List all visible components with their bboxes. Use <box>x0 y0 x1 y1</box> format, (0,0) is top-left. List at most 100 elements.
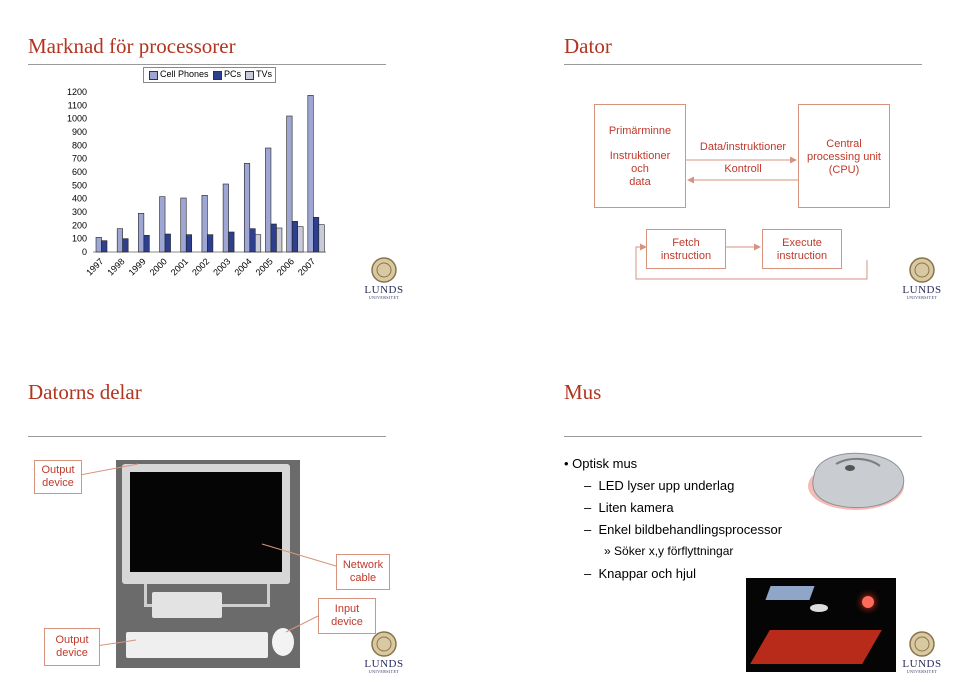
sub-xy: » Söker x,y förflyttningar <box>604 544 734 558</box>
bullet-optical: • Optisk mus <box>564 456 638 471</box>
control-label: Kontroll <box>724 163 762 175</box>
callout-line-2: device <box>56 647 88 659</box>
lunds-logo: LUNDS UNIVERSITET <box>364 256 404 308</box>
memory-line-3: data <box>629 176 651 188</box>
bar-cell-phones-2004 <box>243 163 251 253</box>
y-tick-label: 700 <box>72 154 87 164</box>
bar-cell-phones-2002 <box>201 195 208 253</box>
chart-legend: Cell Phones PCs TVs <box>143 67 276 83</box>
slide-title: Mus <box>564 380 602 404</box>
legend-label-tv: TVs <box>256 69 273 79</box>
slide-computer-parts: Datorns delar Output device Network cabl… <box>0 346 480 692</box>
legend-swatch-pc <box>213 71 222 80</box>
bullet-text: Optisk mus <box>572 456 638 471</box>
logo-word: LUNDS <box>902 284 942 296</box>
bar-tvs-2004 <box>254 234 262 253</box>
slide-title: Datorns delar <box>28 380 142 404</box>
optical-mouse-image <box>808 452 905 510</box>
y-tick-label: 100 <box>72 234 87 244</box>
cpu-line-1: Central <box>826 138 862 150</box>
logo-sub: UNIVERSITET <box>906 669 938 674</box>
sensor-chip <box>765 586 815 600</box>
logo-word: LUNDS <box>902 658 942 670</box>
y-tick-label: 1200 <box>67 87 87 97</box>
bar-pcs-1999 <box>143 235 150 253</box>
dash-camera: – Liten kamera <box>584 500 674 515</box>
y-tick-label: 900 <box>72 127 87 137</box>
y-tick-label: 800 <box>72 140 87 150</box>
logo-sub: UNIVERSITET <box>368 669 400 674</box>
fetch-box: Fetch instruction <box>646 229 726 269</box>
cpu-box: Central processing unit (CPU) <box>798 104 890 208</box>
x-tick-label: 1997 <box>84 256 105 277</box>
y-tick-label: 400 <box>72 194 87 204</box>
dash-text: Knappar och hjul <box>598 566 697 581</box>
x-tick-label: 2002 <box>190 256 211 277</box>
x-tick-label: 2005 <box>254 256 275 277</box>
dash-text: Enkel bildbehandlingsprocessor <box>598 522 783 537</box>
bar-pcs-1998 <box>122 238 129 253</box>
memory-line-1: Instruktioner <box>609 150 671 162</box>
bar-tvs-2007 <box>318 224 325 253</box>
logo-sub: UNIVERSITET <box>368 295 400 300</box>
bar-tvs-2005 <box>276 227 283 253</box>
mouse-device <box>272 628 294 656</box>
callout-output-top: Output device <box>34 460 82 494</box>
dash-processor: – Enkel bildbehandlingsprocessor <box>584 522 783 537</box>
callout-line-1: Input <box>334 603 360 615</box>
title-rule <box>564 64 922 65</box>
sensor-illustration <box>746 578 896 672</box>
bar-tvs-2006 <box>297 226 304 253</box>
x-tick-label: 2007 <box>296 256 317 277</box>
bar-pcs-2002 <box>207 234 214 253</box>
logo-word: LUNDS <box>364 658 404 670</box>
bar-cell-phones-2001 <box>180 197 187 253</box>
bar-pcs-2001 <box>185 234 193 253</box>
x-tick-label: 2001 <box>169 256 190 277</box>
diagram-arrows <box>635 156 868 280</box>
dash-buttons: – Knappar och hjul <box>584 566 697 581</box>
bar-cell-phones-1999 <box>138 213 145 253</box>
bar-chart: 1200110010009008007006005004003002001000… <box>67 87 326 278</box>
logo-word: LUNDS <box>364 284 404 296</box>
red-surface <box>750 630 882 664</box>
bar-cell-phones-2000 <box>159 196 166 253</box>
mac-mini <box>152 592 222 618</box>
lunds-logo: LUNDS UNIVERSITET <box>364 630 404 682</box>
sensor-lens <box>810 604 828 612</box>
memory-box: Primärminne Instruktioner och data <box>594 104 686 208</box>
x-tick-label: 2000 <box>148 256 169 277</box>
legend-swatch-cell <box>149 71 158 80</box>
slide-computer: Dator Primärminne Instruktioner och data… <box>480 0 960 346</box>
memory-title: Primärminne <box>608 125 672 137</box>
x-tick-label: 1999 <box>127 256 148 277</box>
bar-pcs-2007 <box>313 217 320 253</box>
sub-text: Söker x,y förflyttningar <box>614 544 734 558</box>
legend-label-pc: PCs <box>224 69 242 79</box>
legend-swatch-tv <box>245 71 254 80</box>
bar-cell-phones-2003 <box>222 183 229 253</box>
y-tick-label: 500 <box>72 180 87 190</box>
bar-cell-phones-2005 <box>265 147 272 253</box>
fetch-line-1: Fetch <box>672 237 700 249</box>
y-tick-label: 1100 <box>68 100 87 110</box>
bar-pcs-2006 <box>291 221 298 253</box>
title-rule <box>28 64 386 65</box>
bar-pcs-2005 <box>270 223 277 253</box>
slide-processor-market: Marknad för processorer Cell Phones PCs … <box>0 0 480 346</box>
callout-line-1: Network <box>342 559 384 571</box>
bar-cell-phones-1998 <box>116 228 123 253</box>
bar-pcs-2003 <box>228 231 235 253</box>
title-rule <box>28 436 386 437</box>
bus-label: Data/instruktioner <box>699 141 787 153</box>
slide-title: Marknad för processorer <box>28 34 236 58</box>
keyboard <box>126 632 268 658</box>
x-tick-label: 2004 <box>232 256 253 277</box>
callout-lines <box>79 463 337 647</box>
bar-pcs-2000 <box>164 233 171 253</box>
y-tick-label: 0 <box>82 247 87 257</box>
led-light <box>862 596 874 608</box>
lunds-logo: LUNDS UNIVERSITET <box>902 256 942 308</box>
callout-output-bottom: Output device <box>44 628 100 666</box>
callout-line-2: device <box>42 477 74 489</box>
